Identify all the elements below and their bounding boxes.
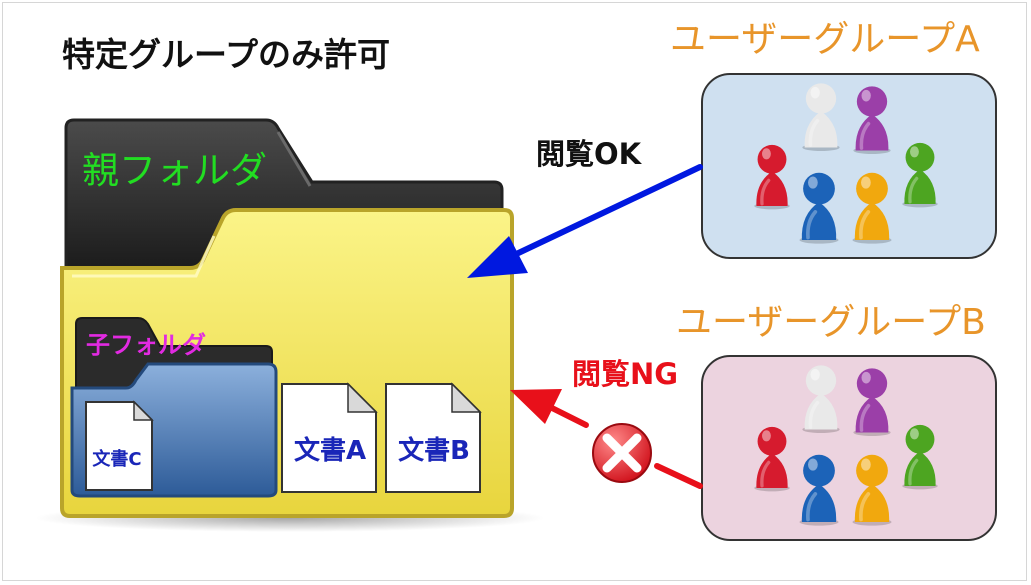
diagram-title: 特定グループのみ許可 (62, 35, 391, 74)
child-folder-label: 子フォルダ (86, 331, 206, 359)
allow-arrow-icon (467, 164, 703, 278)
document-c-label: 文書C (92, 449, 142, 470)
user-group-b-label: ユーザーグループB (676, 302, 986, 343)
view-ok-label: 閲覧OK (536, 137, 642, 171)
document-b-label: 文書B (398, 436, 470, 466)
view-ng-label: 閲覧NG (572, 357, 679, 391)
parent-folder-label: 親フォルダ (82, 149, 267, 192)
deny-arrow-icon (510, 389, 703, 489)
document-a-label: 文書A (293, 436, 367, 466)
user-group-a-box (701, 73, 997, 259)
document-b-icon (385, 382, 482, 493)
document-c-icon (85, 400, 154, 491)
user-group-a-label: ユーザーグループA (670, 19, 980, 60)
user-group-b-box (701, 355, 997, 541)
document-a-icon (281, 382, 378, 493)
x-circle-icon (592, 423, 652, 483)
